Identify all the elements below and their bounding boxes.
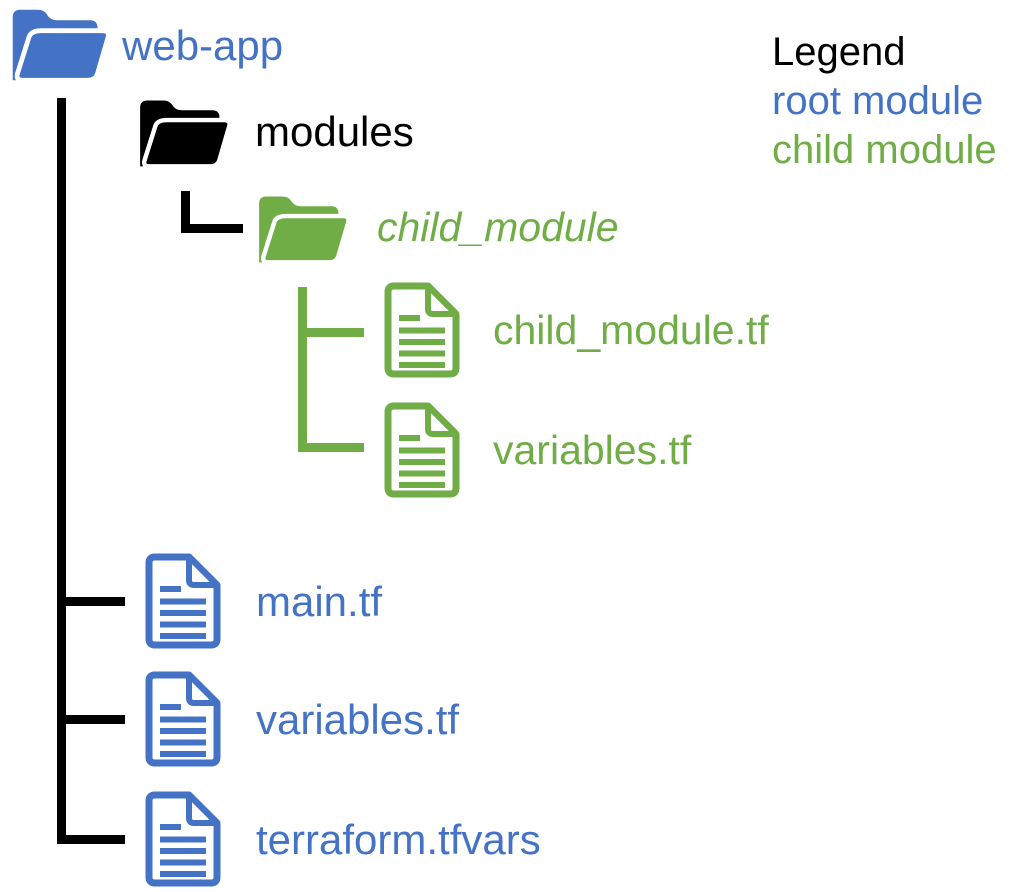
child-file-label: variables.tf xyxy=(493,427,692,473)
document-icon xyxy=(143,552,223,650)
branch-line-main-tf xyxy=(57,597,125,606)
root-folder-label: web-app xyxy=(122,22,284,69)
folder-open-icon xyxy=(252,191,350,267)
child-trunk-line xyxy=(298,287,307,452)
root-file-label: variables.tf xyxy=(256,696,460,743)
root-file-label: terraform.tfvars xyxy=(256,816,541,863)
document-icon xyxy=(143,670,223,768)
child-file-label: child_module.tf xyxy=(493,307,769,353)
root-file-label: main.tf xyxy=(256,578,383,625)
legend-title: Legend xyxy=(772,30,906,74)
legend-entry-root-module: root module xyxy=(772,79,984,123)
branch-line-child-module-tf xyxy=(298,328,364,337)
document-icon xyxy=(382,401,462,499)
modules-elbow-horizontal xyxy=(181,224,243,233)
legend: Legend root module child module xyxy=(772,28,997,175)
branch-line-terraform-tfvars xyxy=(57,835,125,844)
branch-line-child-variables-tf xyxy=(298,443,364,452)
modules-folder-label: modules xyxy=(255,108,414,155)
folder-open-icon xyxy=(133,95,231,171)
branch-line-variables-tf xyxy=(57,715,125,724)
legend-entry-child-module: child module xyxy=(772,128,997,172)
root-trunk-line xyxy=(57,98,66,844)
folder-open-icon xyxy=(5,4,110,85)
modules-elbow-vertical xyxy=(181,191,190,233)
document-icon xyxy=(143,790,223,888)
document-icon xyxy=(382,281,462,379)
child-folder-label: child_module xyxy=(377,204,619,250)
